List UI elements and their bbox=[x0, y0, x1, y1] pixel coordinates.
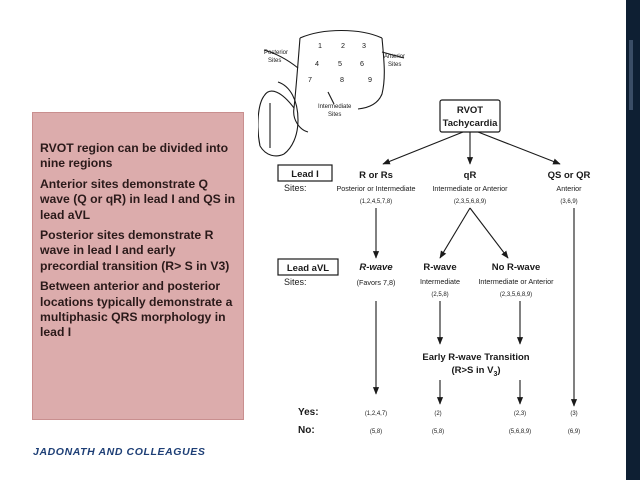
grid-number: 7 bbox=[308, 75, 312, 84]
yes-value: (2) bbox=[434, 411, 441, 417]
lead-i-box bbox=[277, 164, 333, 182]
yes-value: (2,3) bbox=[514, 411, 526, 417]
anterior-sites-label: Sites bbox=[388, 62, 401, 68]
no-label: No: bbox=[298, 425, 315, 436]
rvot-algorithm-diagram: 1 2 3 4 5 6 7 8 9 Posterior Sites Anteri… bbox=[258, 29, 591, 436]
branch-numbers: (3,6,9) bbox=[560, 199, 577, 205]
transition-subscript: 3 bbox=[493, 371, 497, 378]
bullet-1: RVOT region can be divided into nine reg… bbox=[40, 141, 229, 171]
grid-number: 9 bbox=[368, 75, 372, 84]
yes-label: Yes: bbox=[298, 407, 319, 418]
intermediate-sites-label: Sites bbox=[328, 112, 341, 118]
root-box-label: RVOT bbox=[457, 105, 483, 116]
branch-heading: R or Rs bbox=[359, 170, 393, 181]
grid-number: 4 bbox=[315, 59, 319, 68]
branch-numbers: (2,3,5,6,8,9) bbox=[454, 199, 486, 205]
branch-sites: Intermediate or Anterior bbox=[478, 277, 554, 286]
bullet-4: Between anterior and posterior locations… bbox=[40, 279, 233, 340]
grid-number: 1 bbox=[318, 41, 322, 50]
yes-value: (1,2,4,7) bbox=[365, 411, 387, 417]
no-value: (5,8) bbox=[370, 429, 382, 435]
rvot-anatomy-sketch bbox=[258, 29, 405, 157]
root-box-label: Tachycardia bbox=[443, 118, 498, 129]
slide-edge-accent bbox=[629, 40, 633, 110]
lead-i-label: Lead I bbox=[291, 169, 318, 180]
branch-numbers: (2,5,8) bbox=[431, 292, 448, 298]
transition-suffix: ) bbox=[497, 365, 500, 376]
grid-number: 2 bbox=[341, 41, 345, 50]
grid-number: 8 bbox=[340, 75, 344, 84]
lead-i-sites-label: Sites: bbox=[284, 183, 307, 193]
grid-number: 5 bbox=[338, 59, 342, 68]
branch-sites: Intermediate bbox=[420, 277, 460, 286]
bullet-2: Anterior sites demonstrate Q wave (Q or … bbox=[40, 176, 236, 222]
transition-label: Early R-wave Transition bbox=[422, 352, 529, 363]
lead-i-arrows bbox=[372, 207, 578, 407]
lead-avl-box bbox=[277, 258, 339, 276]
no-value: (5,8) bbox=[432, 429, 444, 435]
intermediate-sites-label: Intermediate bbox=[318, 104, 352, 110]
anatomy-grid-numbers: 1 2 3 4 5 6 7 8 9 bbox=[308, 41, 372, 84]
branch-heading: R-wave bbox=[423, 262, 456, 273]
branch-sites: Intermediate or Anterior bbox=[432, 184, 508, 193]
no-value: (6,9) bbox=[568, 429, 580, 435]
transition-prefix: (R>S in V bbox=[451, 365, 494, 376]
anterior-sites-label: Anterior bbox=[384, 54, 405, 60]
bullet-text-box: RVOT region can be divided into nine reg… bbox=[32, 112, 244, 420]
yes-value: (3) bbox=[570, 411, 577, 417]
branch-numbers: (1,2,4,5,7,8) bbox=[360, 199, 392, 205]
branch-heading: No R-wave bbox=[492, 262, 541, 273]
branch-heading: QS or QR bbox=[548, 170, 591, 181]
grid-number: 3 bbox=[362, 41, 366, 50]
credit-caption: JADONATH AND COLLEAGUES bbox=[33, 446, 206, 458]
posterior-sites-label: Sites bbox=[268, 58, 281, 64]
branch-numbers: (2,3,5,6,8,9) bbox=[500, 292, 532, 298]
slide-edge-bar bbox=[626, 0, 640, 480]
branch-heading: qR bbox=[464, 170, 477, 181]
grid-number: 6 bbox=[360, 59, 364, 68]
transition-label: (R>S in V3) bbox=[451, 365, 500, 378]
branch-heading: R-wave bbox=[359, 262, 393, 273]
bullet-3: Posterior sites demonstrate R wave in le… bbox=[40, 228, 230, 273]
avl-arrows bbox=[372, 301, 524, 405]
lead-avl-label: Lead aVL bbox=[287, 263, 329, 274]
no-value: (5,6,8,9) bbox=[509, 429, 531, 435]
posterior-sites-label: Posterior bbox=[264, 50, 288, 56]
lead-avl-sites-label: Sites: bbox=[284, 277, 307, 287]
branch-sites: (Favors 7,8) bbox=[357, 278, 396, 287]
branch-sites: Anterior bbox=[556, 184, 582, 193]
branch-sites: Posterior or Intermediate bbox=[336, 184, 415, 193]
root-arrows bbox=[382, 131, 561, 165]
